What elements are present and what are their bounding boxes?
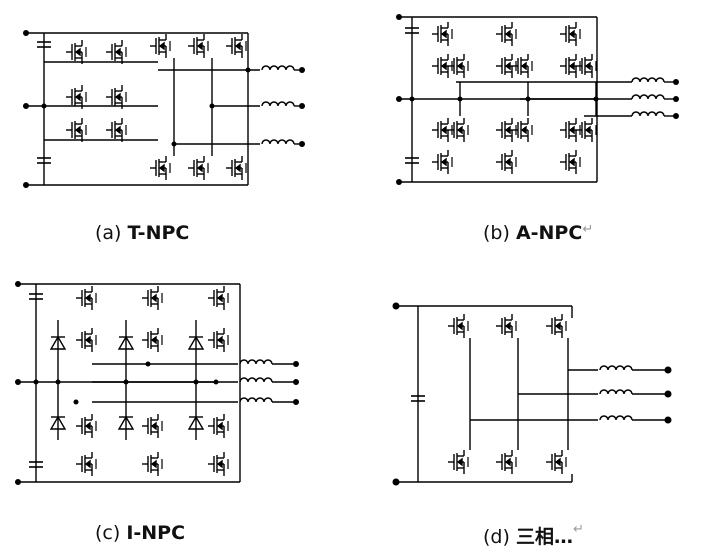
diagram-a-npc	[399, 16, 676, 183]
caption-d: (d) 三相…↵	[483, 522, 584, 548]
caption-b: (b) A-NPC↵	[483, 222, 594, 244]
caption-a: (a) T-NPC	[95, 222, 190, 244]
caption-c: (c) I-NPC	[95, 522, 186, 544]
diagram-t-npc	[26, 32, 302, 186]
diagram-three-phase	[396, 305, 668, 483]
